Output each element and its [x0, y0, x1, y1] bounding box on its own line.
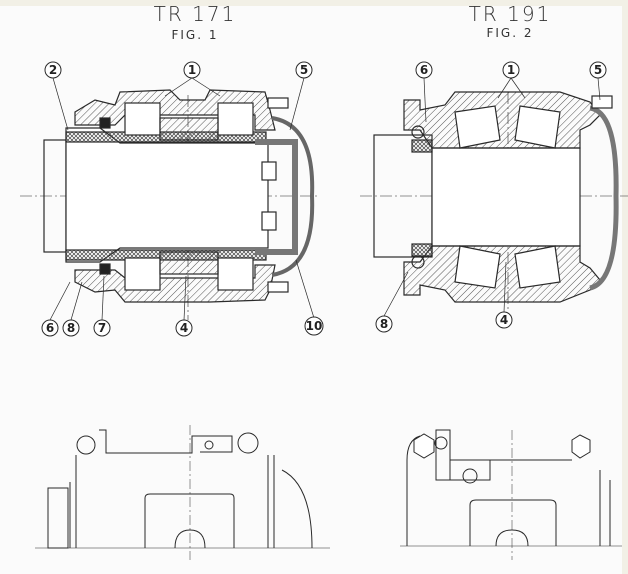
fig1-label: FIG. 1	[171, 28, 219, 42]
fig2-model-title: TR 191	[468, 2, 552, 26]
fig1-elevation-view	[35, 425, 330, 560]
callout-5-fig1: 5	[300, 63, 308, 77]
fig2-elevation-view	[400, 429, 622, 560]
callout-7-fig1: 7	[98, 321, 106, 335]
callout-10-fig1: 10	[306, 319, 323, 333]
callout-6-fig1: 6	[46, 321, 54, 335]
callout-labels: 2 1 5 6 8 7 4 10 6 1 5 8 4	[46, 63, 602, 335]
callout-4-fig1: 4	[180, 321, 188, 335]
callout-circles	[41, 61, 607, 337]
fig1-leader-lines	[49, 77, 315, 321]
fig2-leader-lines	[383, 77, 601, 317]
fig2-section-view	[360, 91, 628, 310]
callout-5-fig2: 5	[594, 63, 602, 77]
callout-8-fig1: 8	[67, 321, 75, 335]
fig1-model-title: TR 171	[153, 2, 237, 26]
callout-1-fig1: 1	[188, 63, 196, 77]
fig2-label: FIG. 2	[486, 26, 534, 40]
callout-8-fig2: 8	[380, 317, 388, 331]
callout-1-fig2: 1	[507, 63, 515, 77]
fig1-section-view	[20, 89, 320, 320]
callout-2-fig1: 2	[49, 63, 57, 77]
callout-6-fig2: 6	[420, 63, 428, 77]
callout-4-fig2: 4	[500, 313, 508, 327]
